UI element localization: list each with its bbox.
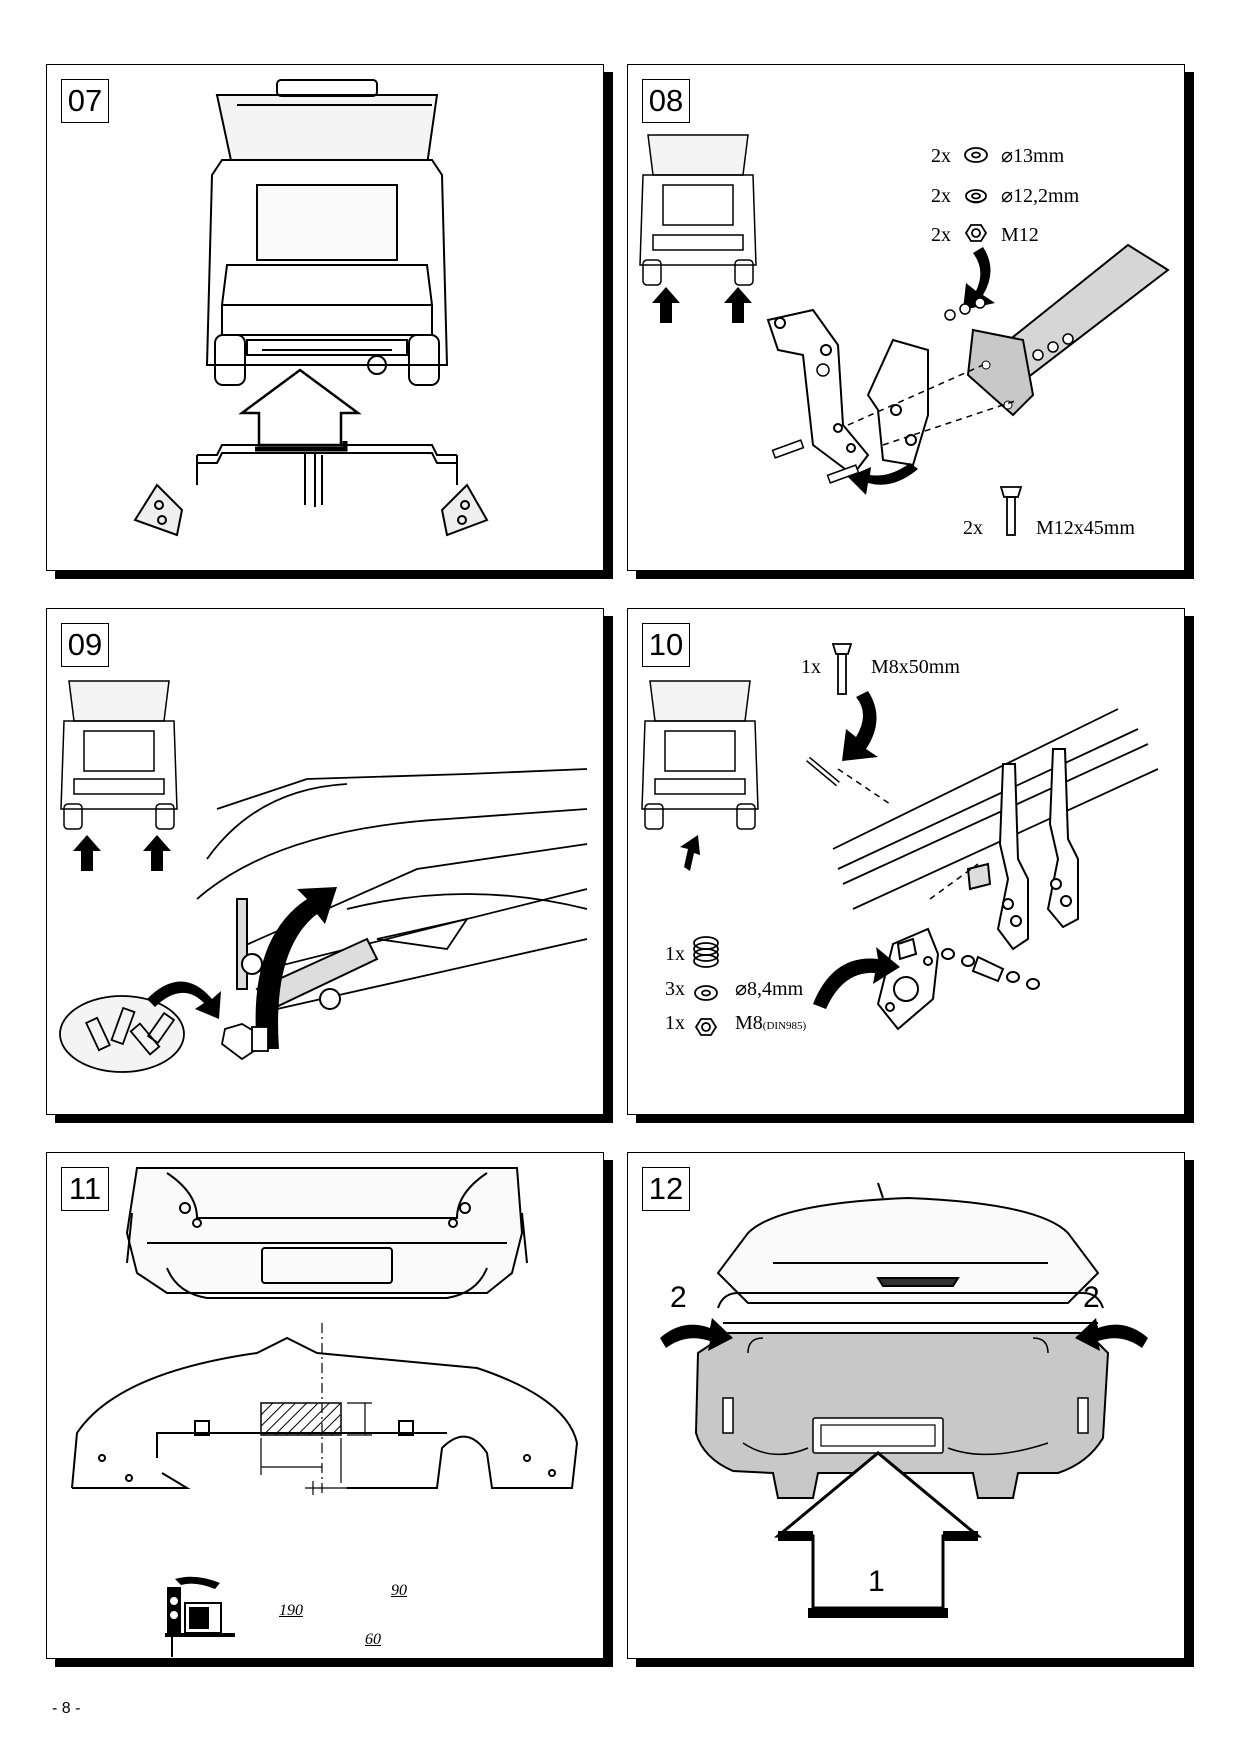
step-panel-09: 09 <box>46 608 604 1115</box>
dimension-label: 60 <box>365 1631 381 1648</box>
part-qty-label: 2x <box>931 224 951 246</box>
callout-number: 2 <box>1083 1281 1100 1314</box>
bracket-mounting-illustration <box>639 134 1170 536</box>
bumper-cutout-illustration <box>71 1167 579 1495</box>
step-number: 09 <box>61 623 109 667</box>
callout-number: 2 <box>670 1281 687 1314</box>
step-number: 11 <box>61 1167 109 1211</box>
step-panel-10: 10 <box>627 608 1185 1115</box>
hex-nut-spec: M12 <box>1001 224 1039 246</box>
step-panel-11: 11 <box>46 1152 604 1659</box>
dimension-label: 190 <box>279 1602 303 1619</box>
step-number: 08 <box>642 79 690 123</box>
jigsaw-icon <box>165 1576 235 1657</box>
bolt-spec: M8x50mm <box>871 656 960 678</box>
car-rear-bumper-refit-illustration <box>660 1182 1148 1618</box>
part-qty-label: 1x <box>665 943 685 965</box>
bolt-spec: M12x45mm <box>1036 517 1135 539</box>
callout-number: 1 <box>868 1565 885 1598</box>
step-panel-07: 07 <box>46 64 604 571</box>
step-panel-08: 08 <box>627 64 1185 571</box>
bracket-bolt-fitting-illustration <box>59 680 588 1073</box>
washer-13mm-spec: ⌀13mm <box>1001 145 1065 167</box>
part-qty-label: 2x <box>963 517 983 539</box>
part-qty-label: 2x <box>931 185 951 207</box>
dimension-label: 90 <box>391 1582 407 1599</box>
part-qty-label: 1x <box>801 656 821 678</box>
step-panel-12: 12 1 2 2 <box>627 1152 1185 1659</box>
part-qty-label: 3x <box>665 978 685 1000</box>
part-qty-label: 2x <box>931 145 951 167</box>
page-number: - 8 - <box>52 1700 81 1717</box>
lock-nut-size: M8 <box>735 1012 763 1034</box>
spring-washer-spec: ⌀12,2mm <box>1001 185 1080 207</box>
car-rear-open-tailgate-illustration <box>133 79 489 537</box>
lock-nut-standard: (DIN985) <box>762 1020 807 1032</box>
step-number: 07 <box>61 79 109 123</box>
washer-8mm-spec: ⌀8,4mm <box>735 978 804 1000</box>
socket-plate-mounting-illustration <box>641 643 1159 1036</box>
part-qty-label: 1x <box>665 1012 685 1034</box>
step-number: 12 <box>642 1167 690 1211</box>
step-number: 10 <box>642 623 690 667</box>
lock-nut-spec: M8(DIN985) <box>735 1013 806 1033</box>
